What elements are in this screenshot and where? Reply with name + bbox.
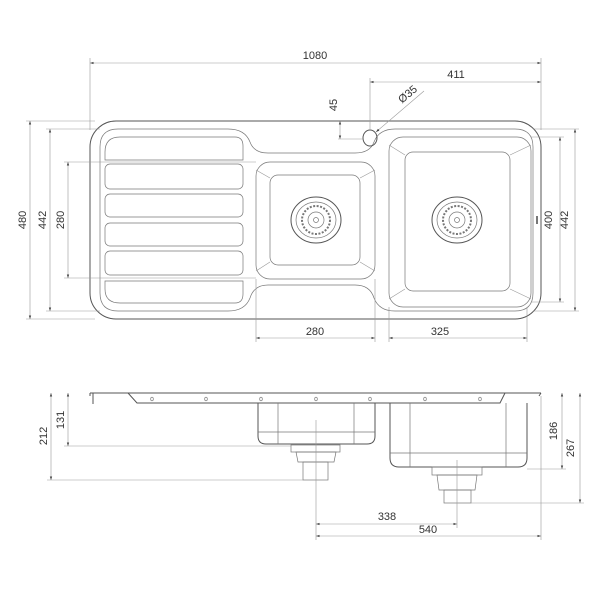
mounting-clip-holes <box>150 396 482 402</box>
dimension-442-left: 442 <box>37 128 100 312</box>
side-view: 212 131 186 267 338 540 <box>38 392 584 540</box>
dimension-280-bottom: 280 <box>255 279 376 342</box>
dimension-338: 338 <box>315 420 458 540</box>
dimension-280-left: 280 <box>55 161 256 279</box>
dimension-400: 400 <box>531 136 564 303</box>
deck-profile <box>89 392 542 404</box>
dimension-212: 212 <box>38 393 303 481</box>
dimension-540: 540 <box>316 396 542 540</box>
dimension-label: Ø35 <box>396 83 420 106</box>
dimension-442-right: 442 <box>533 128 579 312</box>
dimension-label: 325 <box>431 326 449 338</box>
drainer-groove <box>104 193 244 218</box>
dimension-label: 267 <box>565 439 577 457</box>
tap-hole <box>362 129 378 147</box>
dimension-diameter-35: Ø35 <box>375 83 425 133</box>
dimension-131: 131 <box>55 393 291 447</box>
dimension-label: 540 <box>419 524 437 536</box>
dimension-label: 1080 <box>303 50 327 62</box>
dimension-label: 400 <box>543 211 555 229</box>
dimension-label: 480 <box>17 211 29 229</box>
overflow-mark <box>536 216 538 224</box>
dimension-411: 411 <box>369 69 541 130</box>
large-bowl-side <box>389 403 528 504</box>
drainer-groove <box>104 163 244 190</box>
dimension-45: 45 <box>328 99 364 140</box>
dimension-label: 411 <box>447 69 465 81</box>
drainer-groove <box>104 250 244 276</box>
dimension-label: 212 <box>38 427 50 445</box>
dimension-label: 442 <box>559 211 571 229</box>
dimension-label: 280 <box>306 326 324 338</box>
dimension-480: 480 <box>17 120 95 320</box>
inner-rim <box>99 128 534 312</box>
drain-strainer-icon <box>431 196 483 244</box>
dimension-267: 267 <box>471 393 584 504</box>
dimension-325: 325 <box>388 307 528 342</box>
dimension-1080: 1080 <box>89 50 542 130</box>
dimension-label: 186 <box>548 422 560 440</box>
drain-strainer-icon <box>290 196 342 244</box>
waste-outlet-icon <box>290 444 341 481</box>
drainer-groove <box>104 280 244 304</box>
dimension-label: 45 <box>328 99 340 111</box>
sink-outline <box>89 120 542 320</box>
large-bowl <box>388 136 538 308</box>
dimension-label: 442 <box>37 211 49 229</box>
drainer-grooves <box>104 136 244 304</box>
top-view: 1080 411 45 Ø35 480 442 280 <box>17 50 579 342</box>
dimension-label: 280 <box>55 211 67 229</box>
dimension-label: 338 <box>378 511 396 523</box>
small-bowl <box>255 161 376 280</box>
dimension-186: 186 <box>527 393 566 470</box>
small-bowl-side <box>257 403 376 481</box>
dimension-label: 131 <box>55 411 67 429</box>
drainer-groove <box>104 136 244 161</box>
drainer-groove <box>104 222 244 247</box>
